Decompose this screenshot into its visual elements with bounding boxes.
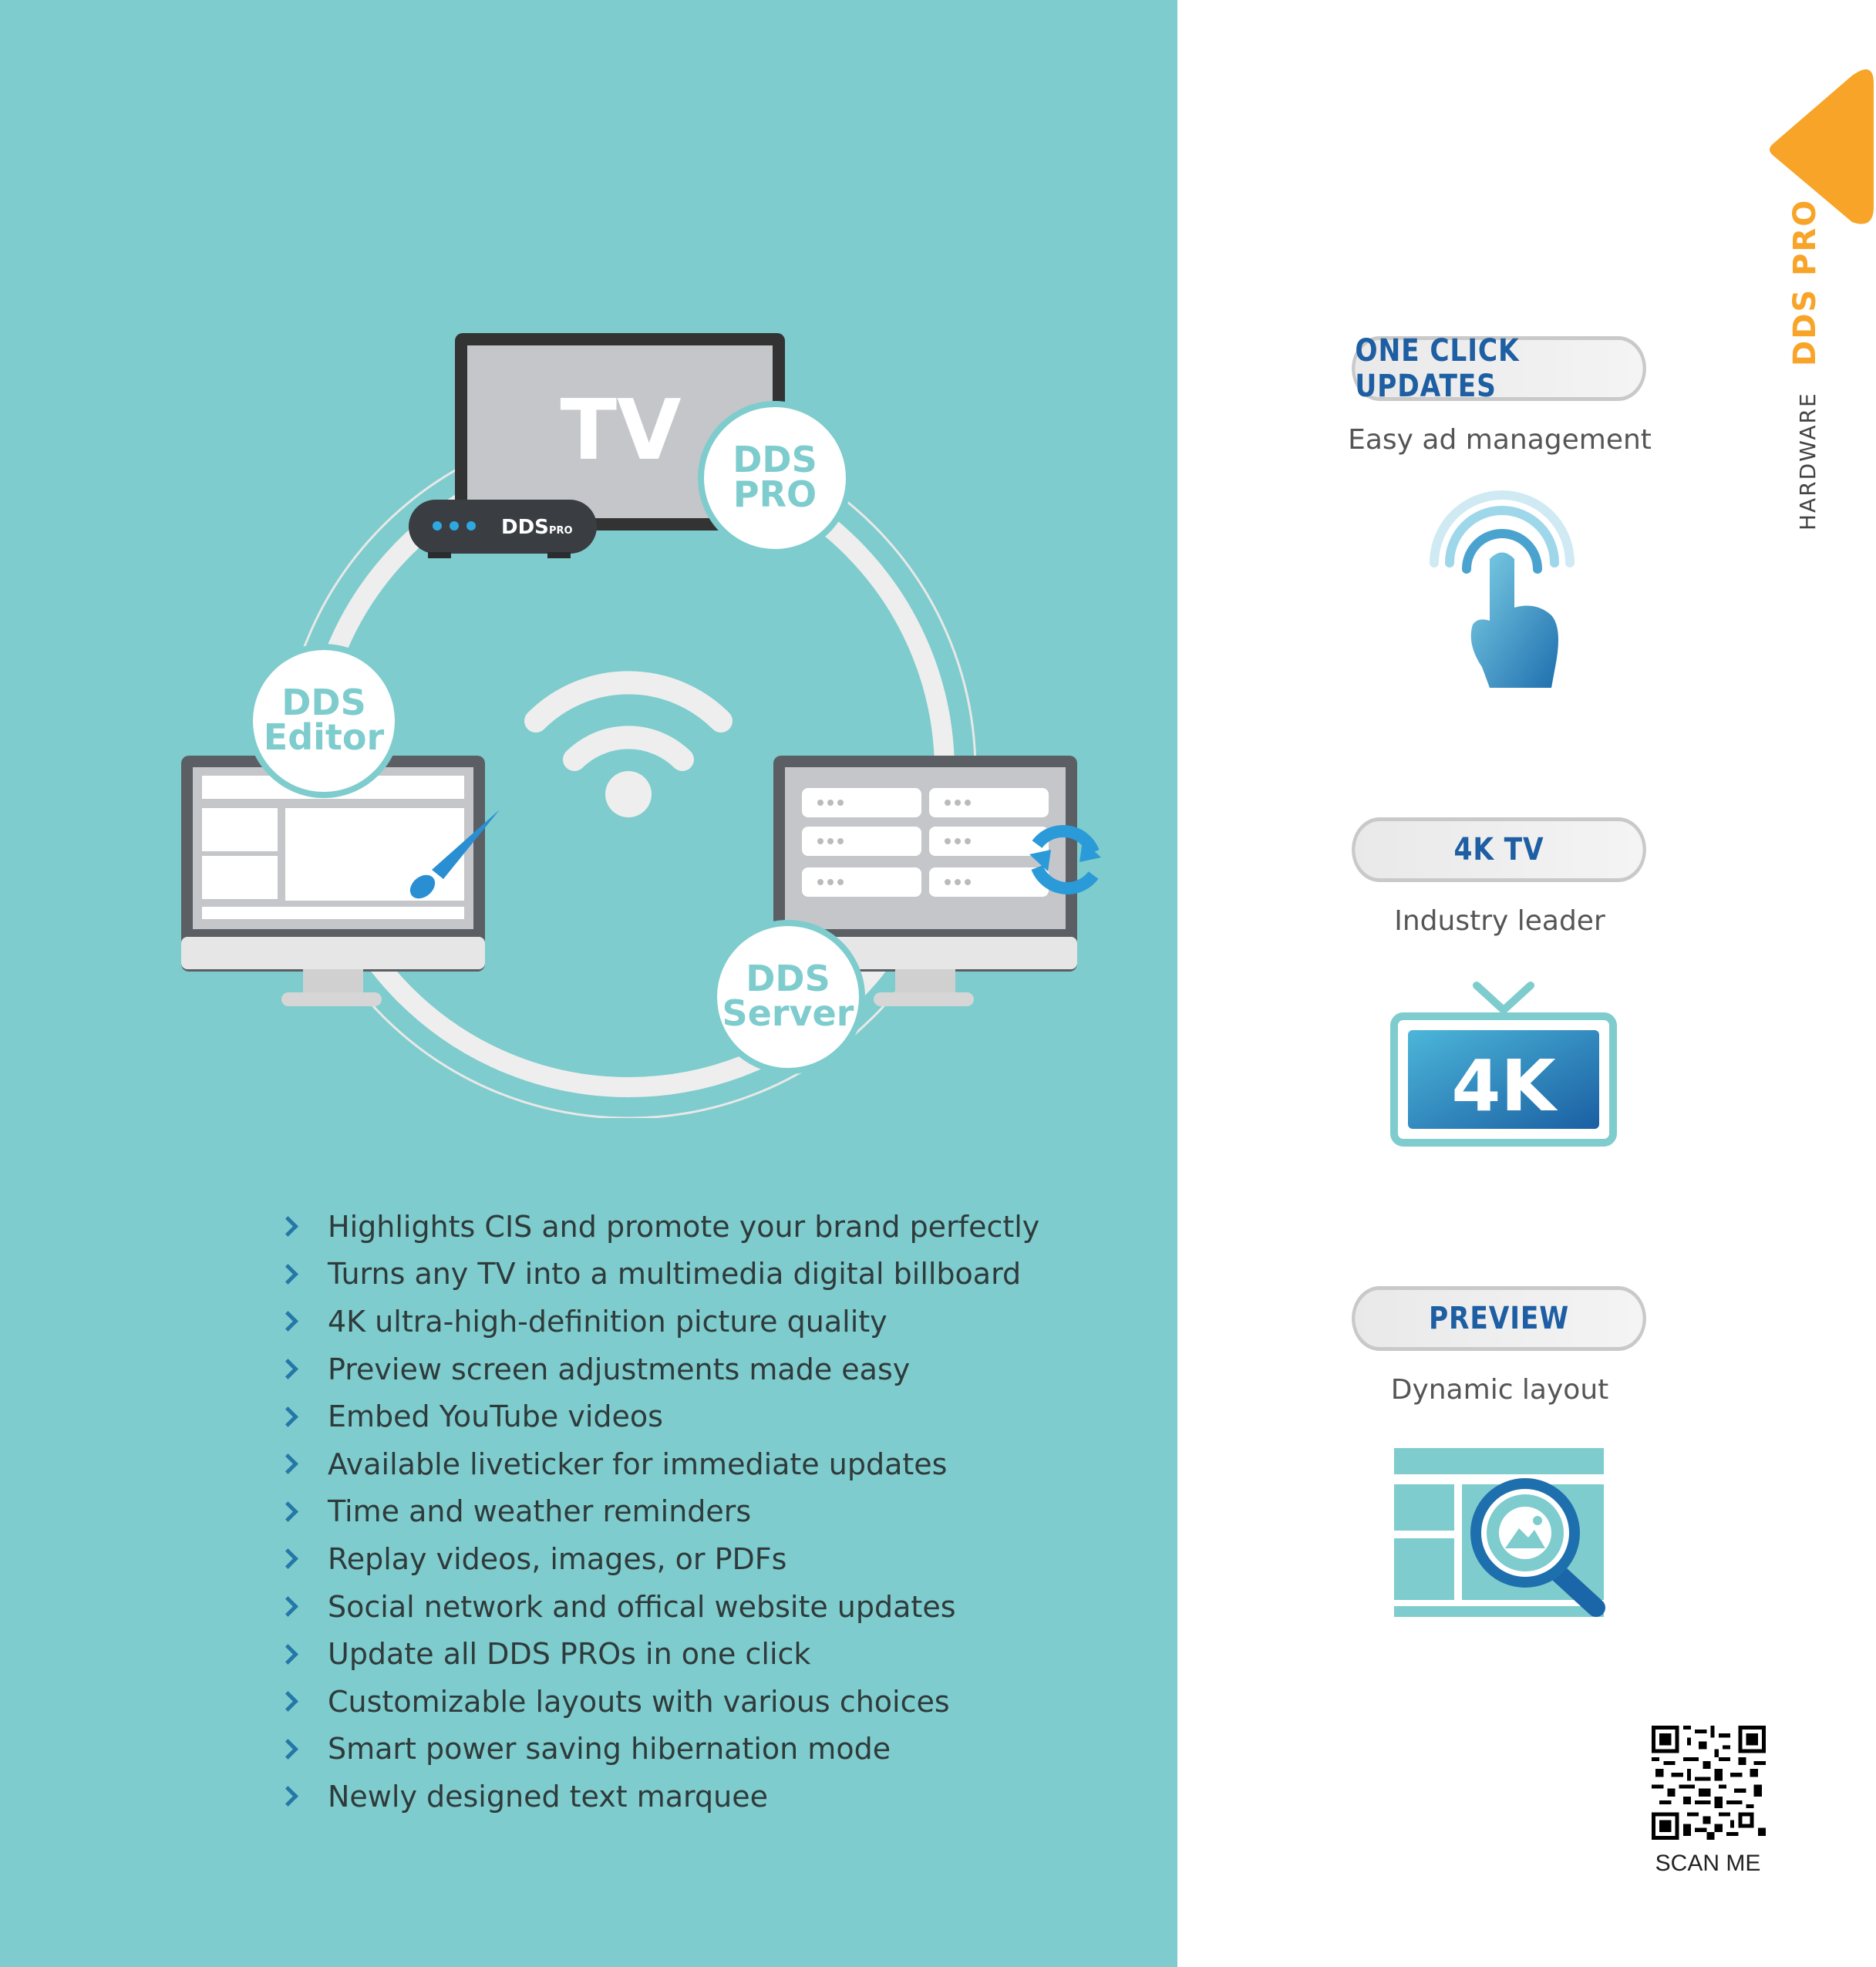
layout-preview-icon [1394,1448,1605,1617]
chevron-right-icon [278,1406,298,1427]
side-tab-title: DDS PRO [1787,198,1823,366]
chevron-right-icon [278,1548,298,1570]
chevron-right-icon [278,1359,298,1380]
chevron-right-icon [278,1453,298,1475]
feature-item: Embed YouTube videos [278,1393,1039,1440]
feature-item: Newly designed text marquee [278,1773,1039,1820]
feature-text: 4K ultra-high-definition picture quality [328,1304,887,1339]
network-diagram: TV DDS PRO [181,333,1101,1118]
feature-item: Smart power saving hibernation mode [278,1726,1039,1773]
feature-text: Available liveticker for immediate updat… [328,1447,948,1481]
feature-text: Time and weather reminders [328,1494,752,1529]
node-pro-line2: PRO [733,473,817,515]
chevron-right-icon [278,1263,298,1285]
touch-hand-icon [1430,490,1575,688]
node-editor-line2: Editor [264,716,385,758]
box-brand-small: PRO [549,525,573,537]
chevron-right-icon [278,1691,298,1713]
qr-code-icon [1652,1726,1766,1840]
wifi-icon [524,671,733,817]
highlight-title-preview: PREVIEW [1352,1286,1646,1351]
feature-item: Available liveticker for immediate updat… [278,1440,1039,1488]
chevron-right-icon [278,1501,298,1522]
side-tab-subtitle: HARDWARE [1795,392,1820,530]
feature-list: Highlights CIS and promote your brand pe… [278,1203,1039,1820]
scan-me-caption: SCAN ME [1655,1851,1761,1876]
feature-item: Preview screen adjustments made easy [278,1346,1039,1393]
chevron-right-icon [278,1311,298,1332]
feature-item: Turns any TV into a multimedia digital b… [278,1251,1039,1298]
box-brand: DDS [501,516,549,539]
4k-tv-icon: 4K [1390,982,1617,1147]
node-pro-line1: DDS [733,439,817,480]
highlight-title-one-click: ONE CLICK UPDATES [1352,333,1646,404]
node-dds-server: DDS Server [711,920,865,1074]
node-server-line1: DDS [746,958,830,999]
node-dds-editor: DDS Editor [247,644,401,798]
chevron-right-icon [278,1643,298,1665]
highlight-title-4k: 4K TV [1352,817,1646,882]
left-panel [0,0,1177,1967]
set-top-box-icon: DDS PRO [409,500,597,558]
chevron-right-icon [278,1216,298,1238]
feature-item: 4K ultra-high-definition picture quality [278,1298,1039,1346]
highlight-subtitle-preview: Dynamic layout [1390,1374,1609,1406]
feature-text: Newly designed text marquee [328,1779,768,1814]
tv-label: TV [560,382,682,479]
feature-text: Embed YouTube videos [328,1399,663,1434]
feature-text: Turns any TV into a multimedia digital b… [328,1257,1022,1292]
chevron-right-icon [278,1786,298,1807]
feature-item: Social network and offical website updat… [278,1583,1039,1631]
feature-text: Update all DDS PROs in one click [328,1637,811,1672]
feature-text: Highlights CIS and promote your brand pe… [328,1209,1040,1244]
node-dds-pro: DDS PRO [698,401,852,555]
highlight-subtitle-one-click: Easy ad management [1348,424,1652,456]
feature-text: Social network and offical website updat… [328,1589,956,1624]
feature-text: Replay videos, images, or PDFs [328,1541,787,1576]
feature-text: Customizable layouts with various choice… [328,1684,950,1719]
feature-item: Highlights CIS and promote your brand pe… [278,1203,1039,1251]
chevron-right-icon [278,1596,298,1617]
chevron-right-icon [278,1738,298,1760]
server-monitor-icon [773,756,1077,1006]
paintbrush-icon [409,810,500,899]
node-editor-line1: DDS [281,682,366,723]
feature-item: Customizable layouts with various choice… [278,1678,1039,1726]
highlight-subtitle-4k: Industry leader [1394,905,1605,937]
feature-item: Time and weather reminders [278,1488,1039,1536]
feature-item: Replay videos, images, or PDFs [278,1535,1039,1583]
side-tab-triangle-icon [1770,69,1874,224]
feature-text: Preview screen adjustments made easy [328,1352,911,1386]
4k-text: 4K [1451,1045,1558,1127]
feature-text: Smart power saving hibernation mode [328,1732,891,1767]
sync-icon [1029,825,1101,894]
node-server-line2: Server [722,992,854,1034]
feature-item: Update all DDS PROs in one click [278,1630,1039,1678]
